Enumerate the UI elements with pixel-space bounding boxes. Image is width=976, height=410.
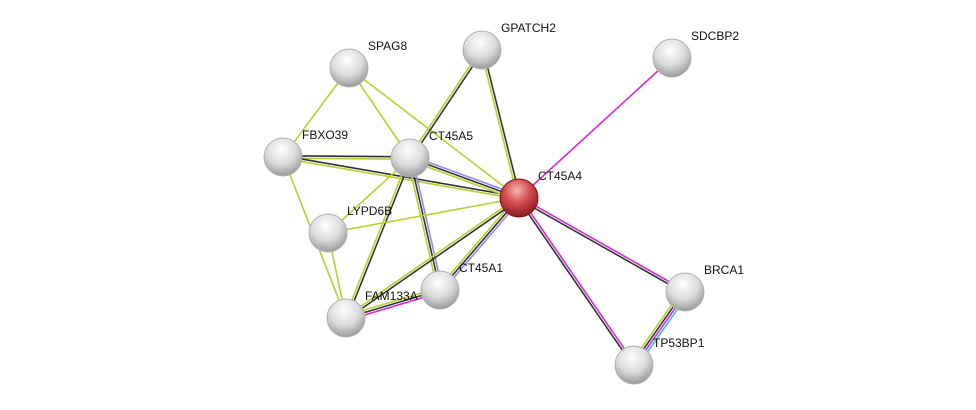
node-ct45a5[interactable] <box>390 138 430 178</box>
edge-ct45a4-ct45a1-coexpression[interactable] <box>439 197 520 291</box>
edge-fbxo39-ct45a5-coexpression[interactable] <box>283 155 411 158</box>
node-label-spag8[interactable]: SPAG8 <box>368 39 408 53</box>
edge-ct45a5-ct45a1-coexpression[interactable] <box>409 157 441 291</box>
node-fbxo39[interactable] <box>263 137 303 177</box>
edge-ct45a4-brca1-coexpression[interactable] <box>518 198 685 294</box>
node-label-tp53bp1[interactable]: TP53BP1 <box>653 336 705 350</box>
node-label-fam133a[interactable]: FAM133A <box>365 289 418 303</box>
edge-gpatch2-ct45a4-textmining[interactable] <box>480 50 519 199</box>
edge-ct45a5-ct45a1-homology[interactable] <box>411 157 444 290</box>
edge-ct45a4-brca1-experiments[interactable] <box>519 196 686 292</box>
edge-ct45a5-ct45a1-textmining[interactable] <box>406 158 439 291</box>
node-tp53bp1[interactable] <box>614 345 654 385</box>
edge-gpatch2-ct45a5-textmining[interactable] <box>408 48 482 158</box>
edge-ct45a4-fam133a-textmining[interactable] <box>344 196 519 318</box>
node-label-sdcbp2[interactable]: SDCBP2 <box>691 29 740 43</box>
node-fam133a[interactable] <box>326 298 366 338</box>
edge-ct45a4-ct45a1-homology[interactable] <box>441 199 522 293</box>
edge-spag8-ct45a4-textmining[interactable] <box>348 67 520 199</box>
edge-sdcbp2-ct45a4-experiments[interactable] <box>518 57 673 199</box>
edge-ct45a4-tp53bp1-experiments[interactable] <box>519 196 636 365</box>
node-ct45a4[interactable] <box>499 178 539 218</box>
edge-fbxo39-ct45a5-textmining[interactable] <box>282 157 410 160</box>
edge-ct45a4-tp53bp1-coexpression[interactable] <box>517 198 634 367</box>
node-label-lypd6b[interactable]: LYPD6B <box>347 204 393 218</box>
node-ct45a1[interactable] <box>420 270 460 310</box>
edge-ct45a5-fam133a-coexpression[interactable] <box>346 158 412 319</box>
node-gpatch2[interactable] <box>462 30 502 70</box>
node-lypd6b[interactable] <box>308 213 348 253</box>
edge-lypd6b-ct45a4-textmining[interactable] <box>327 197 520 234</box>
node-label-gpatch2[interactable]: GPATCH2 <box>501 21 556 35</box>
node-spag8[interactable] <box>329 48 369 88</box>
node-label-brca1[interactable]: BRCA1 <box>704 263 745 277</box>
node-sdcbp2[interactable] <box>652 38 692 78</box>
edge-gpatch2-ct45a4-coexpression[interactable] <box>482 49 521 198</box>
edge-gpatch2-ct45a5-coexpression[interactable] <box>410 50 484 160</box>
node-label-fbxo39[interactable]: FBXO39 <box>302 128 349 142</box>
edge-ct45a5-fam133a-textmining[interactable] <box>344 157 410 318</box>
node-brca1[interactable] <box>665 272 705 312</box>
edge-ct45a4-ct45a1-textmining[interactable] <box>437 195 518 289</box>
node-label-ct45a4[interactable]: CT45A4 <box>538 169 583 183</box>
node-label-ct45a5[interactable]: CT45A5 <box>429 129 474 143</box>
edge-ct45a4-fam133a-coexpression[interactable] <box>346 198 521 320</box>
node-label-ct45a1[interactable]: CT45A1 <box>459 261 504 275</box>
